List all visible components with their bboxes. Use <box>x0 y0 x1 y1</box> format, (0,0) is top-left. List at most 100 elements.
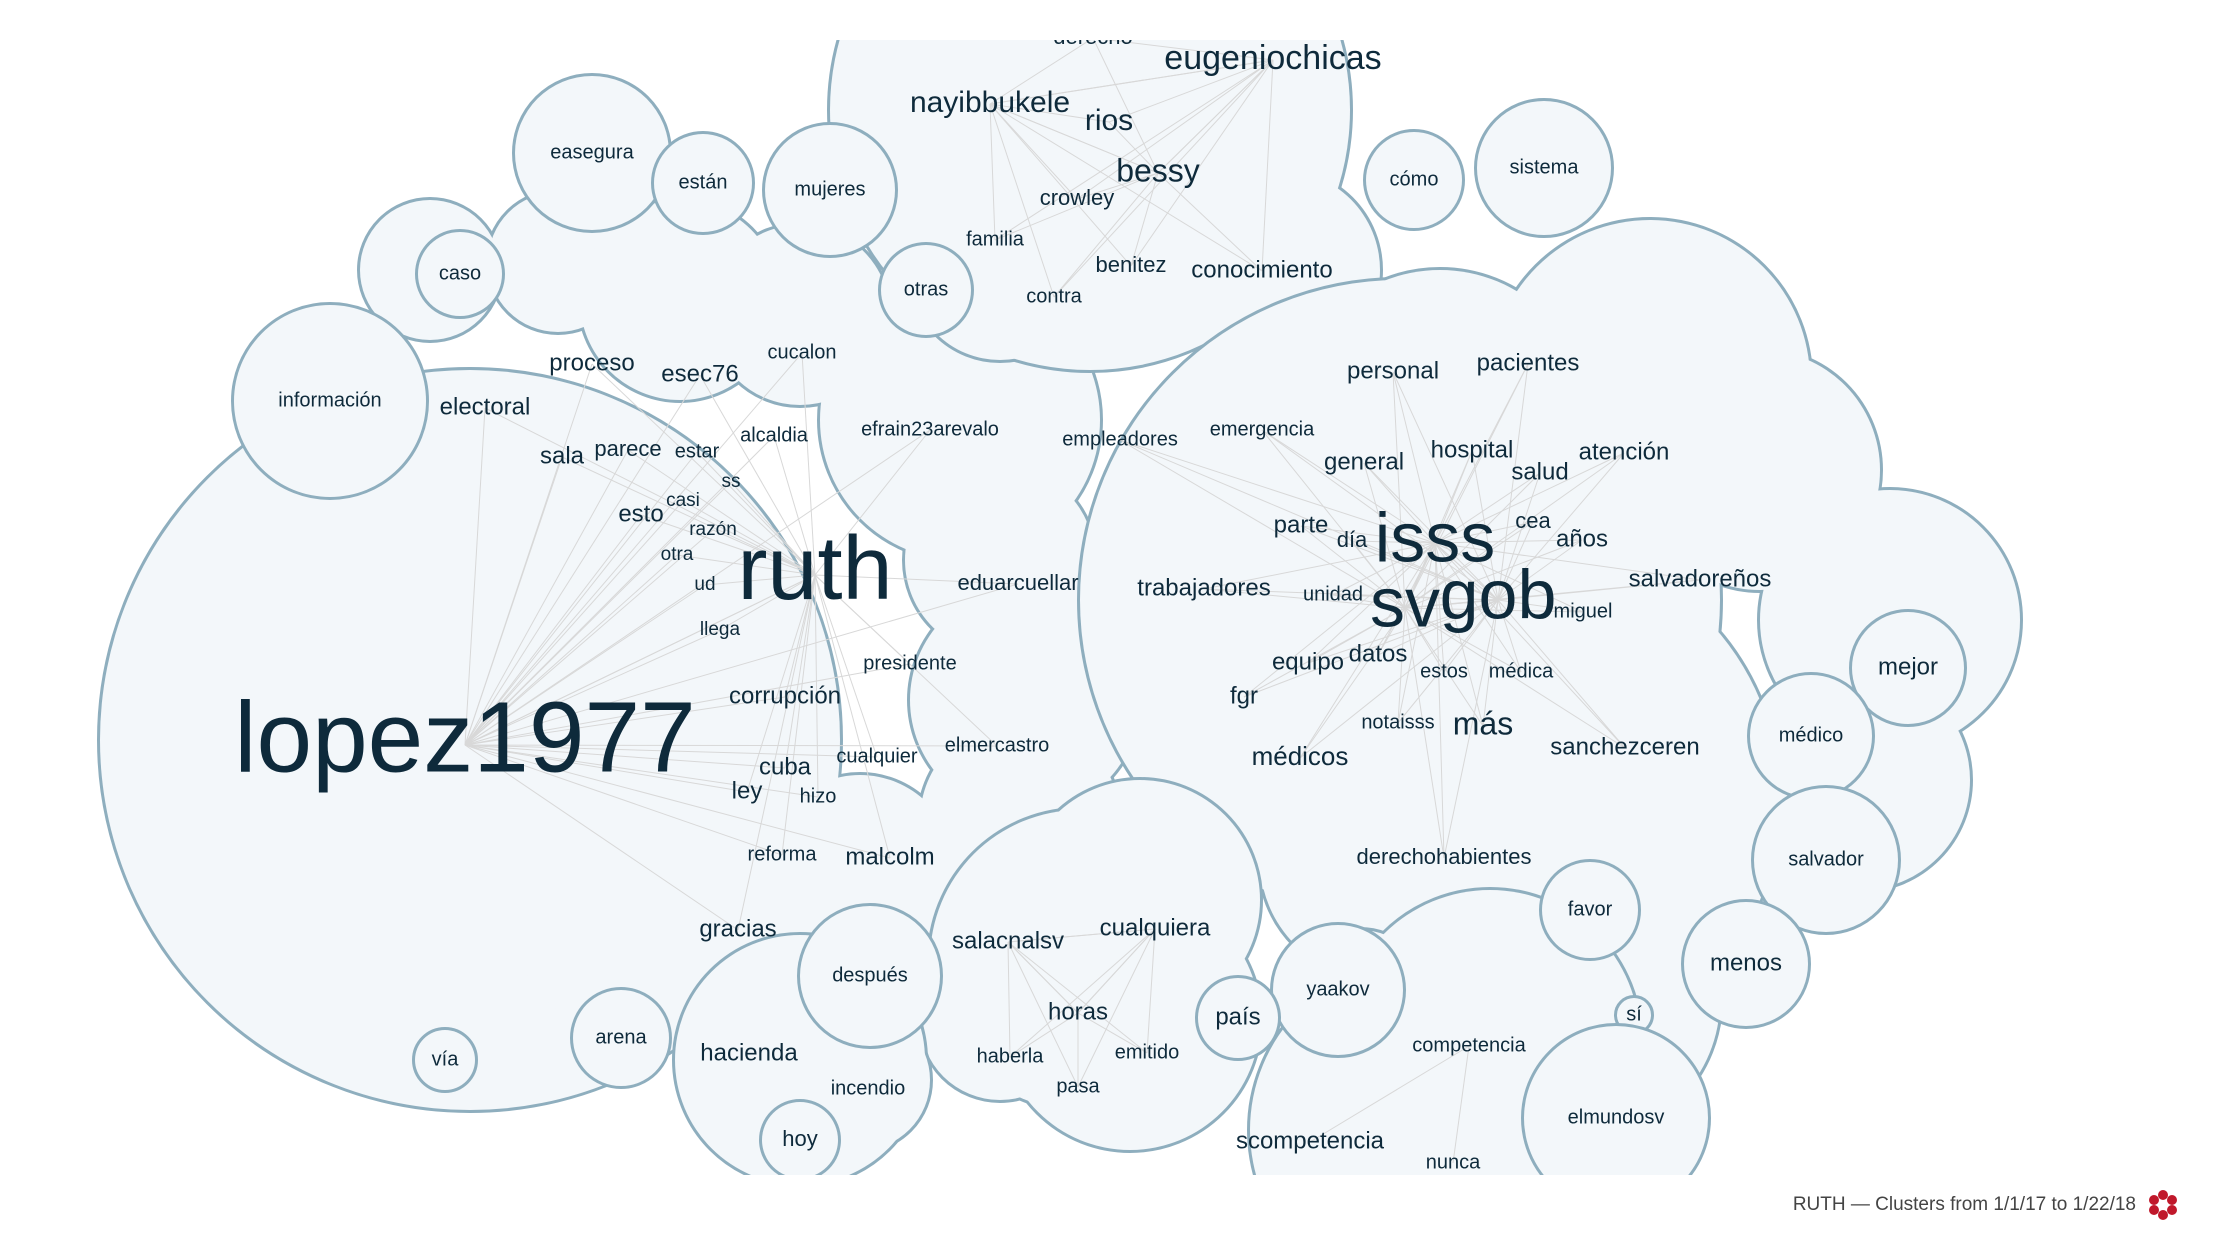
word-electoral[interactable]: electoral <box>440 393 531 420</box>
word-reforma[interactable]: reforma <box>748 843 818 865</box>
word-corrupción[interactable]: corrupción <box>729 682 841 709</box>
word-día[interactable]: día <box>1337 527 1368 552</box>
word-derechohabientes[interactable]: derechohabientes <box>1357 844 1532 869</box>
word-scompetencia[interactable]: scompetencia <box>1236 1127 1385 1154</box>
word-familia[interactable]: familia <box>966 228 1025 250</box>
word-pasa[interactable]: pasa <box>1056 1075 1100 1097</box>
word-otras[interactable]: otras <box>904 278 948 300</box>
word-elmundosv[interactable]: elmundosv <box>1568 1106 1665 1128</box>
word-más[interactable]: más <box>1453 705 1513 741</box>
word-salud[interactable]: salud <box>1511 458 1568 485</box>
word-personal[interactable]: personal <box>1347 357 1439 384</box>
word-ud[interactable]: ud <box>694 574 715 595</box>
word-datos[interactable]: datos <box>1349 640 1408 667</box>
word-rios[interactable]: rios <box>1085 104 1133 137</box>
word-eugeniochicas[interactable]: eugeniochicas <box>1164 39 1381 77</box>
word-nayibbukele[interactable]: nayibbukele <box>910 86 1070 119</box>
word-después[interactable]: después <box>832 964 908 986</box>
word-alcaldia[interactable]: alcaldia <box>740 424 809 446</box>
word-hizo[interactable]: hizo <box>800 785 837 807</box>
word-información[interactable]: información <box>278 389 381 411</box>
word-equipo[interactable]: equipo <box>1272 648 1344 675</box>
word-emitido[interactable]: emitido <box>1115 1041 1179 1063</box>
word-cea[interactable]: cea <box>1515 508 1551 533</box>
word-mejor[interactable]: mejor <box>1878 653 1938 680</box>
word-sí[interactable]: sí <box>1626 1003 1642 1025</box>
word-casi[interactable]: casi <box>666 490 700 511</box>
word-isss[interactable]: isss <box>1375 498 1496 576</box>
word-haberla[interactable]: haberla <box>977 1045 1045 1067</box>
word-bessy[interactable]: bessy <box>1116 152 1200 188</box>
cluster-bubble-yaakov[interactable] <box>1270 922 1406 1058</box>
cluster-bubble-mujeres[interactable] <box>762 122 898 258</box>
cluster-bubble-salvador[interactable] <box>1751 785 1901 935</box>
word-ruth[interactable]: ruth <box>737 519 892 619</box>
word-menos[interactable]: menos <box>1710 949 1782 976</box>
word-fgr[interactable]: fgr <box>1230 682 1258 709</box>
cluster-bubble-país[interactable] <box>1195 975 1281 1061</box>
cluster-bubble-cómo[interactable] <box>1363 129 1465 231</box>
cluster-bubble-están[interactable] <box>651 131 755 235</box>
word-horas[interactable]: horas <box>1048 998 1108 1025</box>
cluster-bubble-salacnalsv[interactable] <box>917 777 1263 1153</box>
word-notaisss[interactable]: notaisss <box>1361 711 1434 733</box>
word-sala[interactable]: sala <box>540 442 585 469</box>
cluster-bubble-después[interactable] <box>797 903 943 1049</box>
word-arena[interactable]: arena <box>595 1026 647 1048</box>
word-hoy[interactable]: hoy <box>782 1126 817 1151</box>
word-vía[interactable]: vía <box>432 1048 460 1070</box>
word-gracias[interactable]: gracias <box>699 915 776 942</box>
word-cucalon[interactable]: cucalon <box>768 341 837 363</box>
word-sv[interactable]: sv <box>1370 563 1440 641</box>
word-cualquier[interactable]: cualquier <box>836 745 918 767</box>
word-lopez1977[interactable]: lopez1977 <box>234 681 696 793</box>
cluster-bubble-otras[interactable] <box>878 242 974 338</box>
word-emergencia[interactable]: emergencia <box>1210 418 1315 440</box>
cluster-bubble-caso[interactable] <box>415 229 505 319</box>
word-yaakov[interactable]: yaakov <box>1306 978 1369 1000</box>
word-pacientes[interactable]: pacientes <box>1477 349 1580 376</box>
cluster-bubble-mejor[interactable] <box>1849 609 1967 727</box>
word-hospital[interactable]: hospital <box>1431 436 1514 463</box>
word-médicos[interactable]: médicos <box>1252 741 1349 771</box>
word-cualquiera[interactable]: cualquiera <box>1100 914 1211 941</box>
word-razón[interactable]: razón <box>689 519 737 540</box>
word-unidad[interactable]: unidad <box>1303 583 1363 605</box>
word-empleadores[interactable]: empleadores <box>1062 428 1178 450</box>
word-parte[interactable]: parte <box>1274 511 1329 538</box>
word-ley[interactable]: ley <box>732 777 763 804</box>
word-ss[interactable]: ss <box>722 471 741 492</box>
word-malcolm[interactable]: malcolm <box>845 843 934 870</box>
cluster-bubble-arena[interactable] <box>570 987 672 1089</box>
word-cómo[interactable]: cómo <box>1390 168 1439 190</box>
word-sistema[interactable]: sistema <box>1510 156 1580 178</box>
word-mujeres[interactable]: mujeres <box>794 178 865 200</box>
word-médico[interactable]: médico <box>1779 724 1843 746</box>
word-nunca[interactable]: nunca <box>1426 1151 1481 1173</box>
word-estos[interactable]: estos <box>1420 660 1468 682</box>
word-miguel[interactable]: miguel <box>1554 600 1613 622</box>
word-contra[interactable]: contra <box>1026 285 1082 307</box>
cluster-bubble-hoy[interactable] <box>759 1099 841 1178</box>
cluster-bubble-favor[interactable] <box>1539 859 1641 961</box>
word-gob[interactable]: gob <box>1440 555 1557 633</box>
word-salvadoreños[interactable]: salvadoreños <box>1629 565 1772 592</box>
cluster-bubble-información[interactable] <box>231 302 429 500</box>
word-presidente[interactable]: presidente <box>863 652 956 674</box>
cluster-bubble-vía[interactable] <box>412 1027 478 1093</box>
word-hacienda[interactable]: hacienda <box>700 1039 798 1066</box>
word-otra[interactable]: otra <box>661 544 694 565</box>
word-esec76[interactable]: esec76 <box>661 360 738 387</box>
word-sanchezceren[interactable]: sanchezceren <box>1550 733 1699 760</box>
word-favor[interactable]: favor <box>1568 898 1613 920</box>
word-atención[interactable]: atención <box>1579 438 1670 465</box>
word-esto[interactable]: esto <box>618 500 663 527</box>
word-están[interactable]: están <box>679 171 728 193</box>
word-trabajadores[interactable]: trabajadores <box>1137 574 1270 601</box>
word-incendio[interactable]: incendio <box>831 1077 906 1099</box>
word-años[interactable]: años <box>1556 525 1608 552</box>
cluster-bubble-menos[interactable] <box>1681 899 1811 1029</box>
word-llega[interactable]: llega <box>700 619 741 640</box>
word-easegura[interactable]: easegura <box>550 141 634 163</box>
word-parece[interactable]: parece <box>594 436 661 461</box>
